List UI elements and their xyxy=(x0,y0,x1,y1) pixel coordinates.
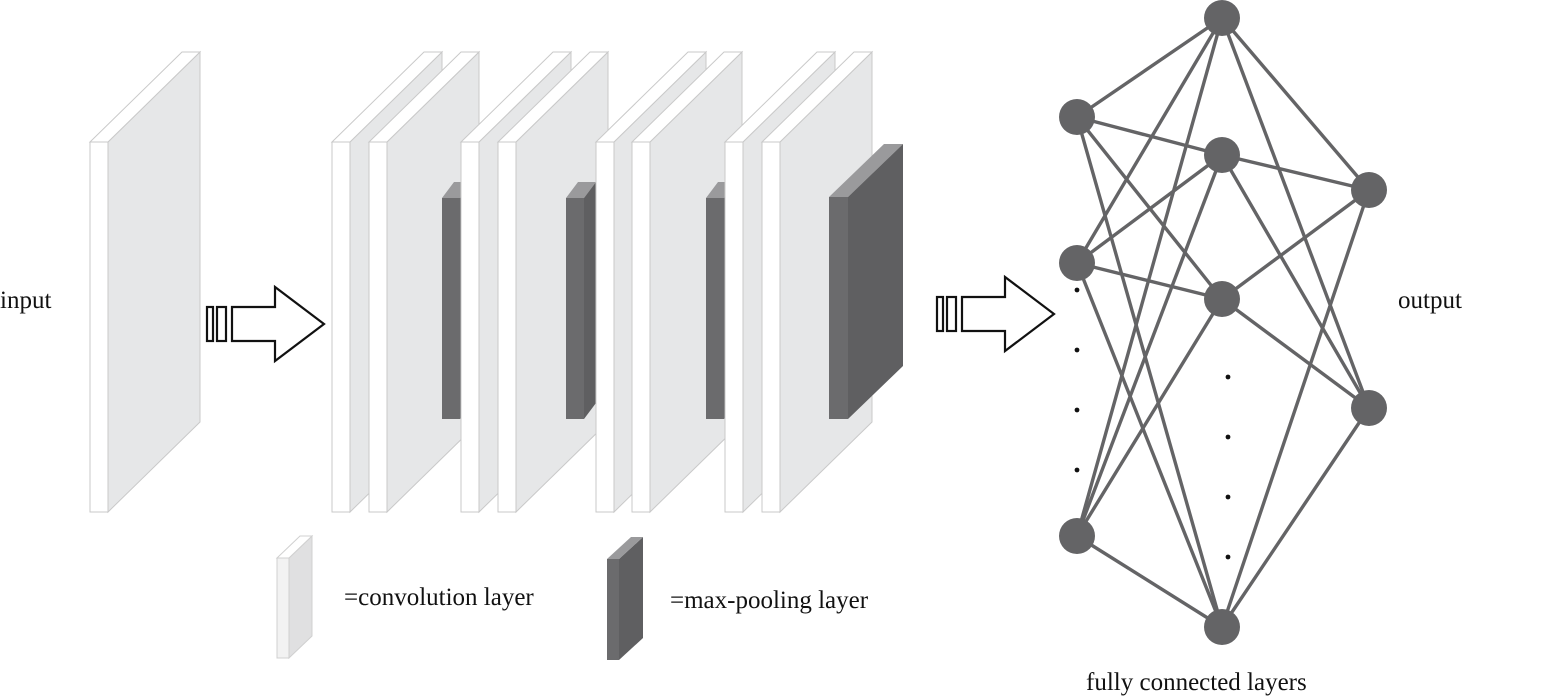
output-label: output xyxy=(1398,287,1462,314)
conv-front-face xyxy=(276,557,290,659)
legend-pool-icon xyxy=(607,537,643,660)
neuron-node xyxy=(1059,518,1095,554)
pooling-layer-4 xyxy=(829,144,903,419)
connection-line xyxy=(1220,407,1371,628)
neuron-node xyxy=(1204,0,1240,36)
connection-line xyxy=(1221,153,1370,192)
connection-line xyxy=(1075,153,1224,265)
pool-side-face xyxy=(619,537,643,660)
connection-line xyxy=(1076,534,1223,629)
connection-line xyxy=(1075,17,1224,264)
connection-line xyxy=(1075,116,1224,628)
arrow-bar xyxy=(945,295,958,333)
pool-side-face xyxy=(584,182,596,419)
conv-front-face xyxy=(368,141,388,513)
connection-line xyxy=(1220,154,1371,409)
pool-front-face xyxy=(706,198,724,419)
connection-line xyxy=(1075,154,1224,537)
pool-top-face xyxy=(566,182,596,198)
neuron-node xyxy=(1059,99,1095,135)
connection-line xyxy=(1220,297,1371,410)
conv-front-face xyxy=(631,141,651,513)
conv-front-face xyxy=(460,141,480,513)
pool-front-face xyxy=(829,197,848,419)
ellipsis-dot xyxy=(1225,434,1231,440)
neuron-node xyxy=(1204,609,1240,645)
arrow-bar xyxy=(215,305,228,343)
arrow-head xyxy=(230,284,326,364)
conv-front-face xyxy=(331,141,351,513)
arrow-bar xyxy=(935,295,945,333)
conv-pool-group-2 xyxy=(459,50,610,514)
pool-front-face xyxy=(566,198,584,419)
conv-front-face xyxy=(761,141,781,513)
arrow-head xyxy=(960,274,1056,354)
conv-front-face xyxy=(595,141,615,513)
neuron-node xyxy=(1351,172,1387,208)
neuron-node xyxy=(1351,390,1387,426)
ellipsis-dot xyxy=(1225,494,1231,500)
connection-line xyxy=(1075,17,1224,537)
pool-front-face xyxy=(442,198,460,419)
legend-conv-icon xyxy=(275,534,314,660)
hollow-arrow xyxy=(935,274,1056,354)
fc-edges xyxy=(1075,16,1371,629)
pool-side-face xyxy=(848,144,903,419)
connection-line xyxy=(1076,16,1223,119)
ellipsis-dot xyxy=(1074,407,1080,413)
connection-line xyxy=(1220,188,1371,301)
fc-ellipsis xyxy=(1074,287,1231,560)
ellipsis-dot xyxy=(1225,374,1231,380)
connection-line xyxy=(1220,189,1371,628)
conv-pool-group-3 xyxy=(594,50,744,514)
arrow-bar xyxy=(205,305,215,343)
pool-top-face xyxy=(607,537,643,559)
pool-top-face xyxy=(829,144,903,197)
conv-pool-group-1 xyxy=(330,50,481,514)
hollow-arrow xyxy=(205,284,326,364)
input-plate xyxy=(88,50,202,514)
connection-line xyxy=(1075,298,1224,537)
pool-front-face xyxy=(607,559,619,660)
input-label: input xyxy=(0,287,51,314)
input-layer xyxy=(88,50,202,514)
legend-conv-label: =convolution layer xyxy=(344,584,534,611)
ellipsis-dot xyxy=(1074,467,1080,473)
legend xyxy=(275,534,643,660)
ellipsis-dot xyxy=(1074,287,1080,293)
neuron-node xyxy=(1204,137,1240,173)
ellipsis-dot xyxy=(1225,554,1231,560)
conv-front-face xyxy=(724,141,744,513)
connection-line xyxy=(1220,17,1371,409)
connection-line xyxy=(1220,16,1371,192)
connection-line xyxy=(1076,115,1223,157)
ellipsis-dot xyxy=(1074,347,1080,353)
pooling-layer-2 xyxy=(566,182,596,419)
fully-connected-label: fully connected layers xyxy=(1086,669,1307,696)
conv-pool-stack xyxy=(330,50,903,514)
fully-connected-network xyxy=(1059,0,1387,645)
conv-top-face xyxy=(275,535,314,559)
connection-line xyxy=(1075,262,1224,628)
neuron-node xyxy=(1204,281,1240,317)
arrow-input-to-conv xyxy=(205,284,326,364)
arrow-conv-to-fc xyxy=(935,274,1056,354)
legend-pool-label: =max-pooling layer xyxy=(670,587,869,614)
fc-nodes xyxy=(1059,0,1387,645)
conv-pool-group-4 xyxy=(723,50,903,514)
neuron-node xyxy=(1059,245,1095,281)
conv-front-face xyxy=(89,141,109,513)
conv-front-face xyxy=(497,141,517,513)
